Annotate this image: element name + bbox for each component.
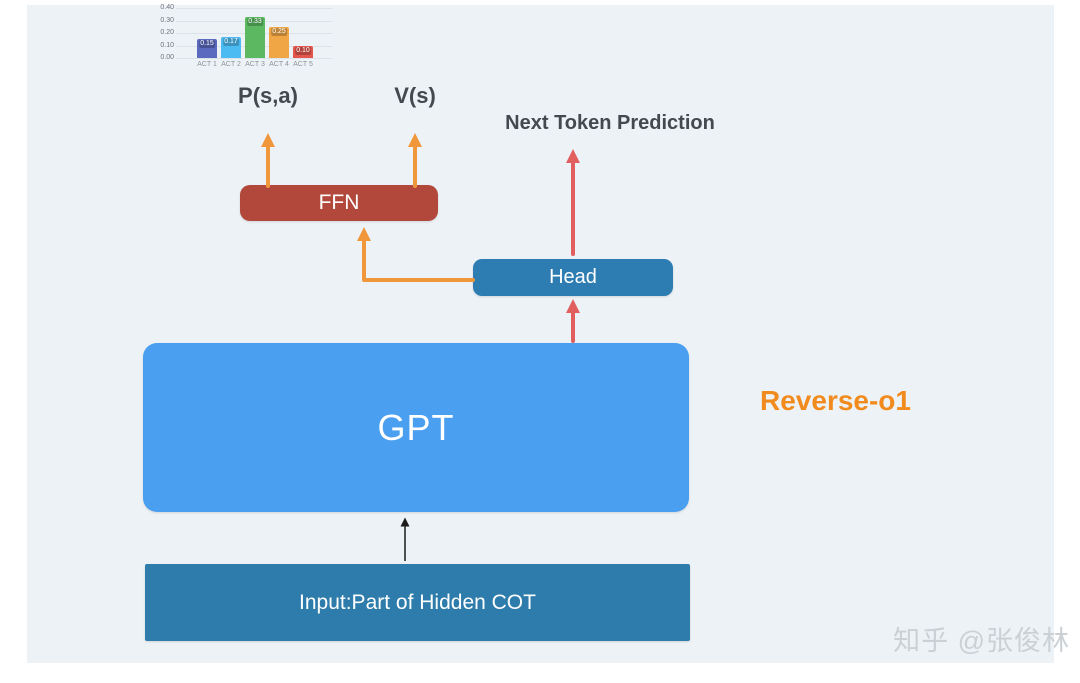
policy-output-label: P(s,a) [238,83,298,108]
chart-bar-value: 0.15 [199,40,215,49]
chart-y-axis: 0.40 0.30 0.20 0.10 0.00 [150,4,176,61]
watermark-text: 知乎 @张俊林 [893,626,1070,656]
value-output-label: V(s) [394,83,436,108]
chart-y-tick: 0.20 [160,29,174,36]
chart-y-tick: 0.00 [160,54,174,61]
head-block: Head [473,259,673,296]
chart-gridline [176,58,332,59]
chart-bar-4: 0.25 [269,26,289,58]
chart-category-label: ACT 4 [269,61,289,68]
chart-y-tick: 0.10 [160,41,174,49]
chart-category-label: ACT 5 [293,61,313,68]
chart-category-label: ACT 1 [197,61,217,68]
input-block: Input:Part of Hidden COT [145,564,690,641]
head-block-label: Head [549,266,597,288]
chart-category-label: ACT 3 [245,61,265,68]
gpt-block-label: GPT [377,406,455,448]
chart-bar-value: 0.33 [247,17,263,26]
input-block-label: Input:Part of Hidden COT [299,590,536,614]
chart-y-tick: 0.30 [160,16,174,24]
chart-y-tick: 0.40 [160,4,174,11]
chart-bar-value: 0.25 [271,27,287,36]
chart-bar-2: 0.17 [221,36,241,58]
chart-bar-1: 0.15 [197,39,217,58]
chart-gridline [176,8,332,9]
ffn-block: FFN [240,185,438,221]
ffn-block-label: FFN [318,191,360,214]
chart-bar-5: 0.10 [293,45,313,58]
chart-bar-value: 0.17 [223,37,239,46]
next-token-prediction-label: Next Token Prediction [505,112,715,134]
chart-category-label: ACT 2 [221,61,241,68]
reverse-o1-title: Reverse-o1 [760,385,911,416]
chart-bar-value: 0.10 [295,46,311,55]
slide-canvas [27,5,1054,663]
chart-bar-3: 0.33 [245,16,265,58]
gpt-block: GPT [143,343,689,512]
